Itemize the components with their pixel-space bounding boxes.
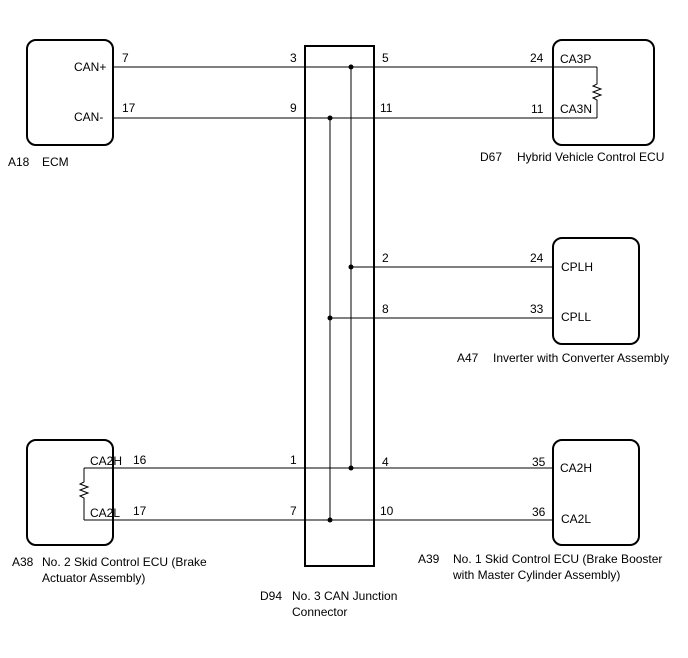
- pin-number: 11: [531, 102, 544, 116]
- hv-pin-label: CA3N: [560, 102, 592, 116]
- component-name: No. 3 CAN Junction: [292, 589, 397, 603]
- component-name: ECM: [42, 155, 69, 169]
- hv-ecu-box: [552, 39, 655, 146]
- skid2-pin-label: CA2H: [90, 454, 122, 468]
- pin-number: 16: [133, 453, 147, 467]
- hv-termination-resistor: [591, 67, 603, 118]
- inverter-pin-label: CPLH: [561, 260, 593, 274]
- pin-number: 3: [290, 51, 297, 65]
- pin-number: 36: [532, 505, 546, 519]
- skid2-ecu-box: [26, 439, 114, 546]
- pin-number: 24: [530, 251, 544, 265]
- pin-number: 11: [380, 101, 393, 115]
- splice-dot: [327, 315, 333, 321]
- inverter-box: [552, 237, 640, 345]
- ecm-pin-label: CAN-: [74, 110, 103, 124]
- skid1-ecu-box: [552, 439, 640, 546]
- skid2-termination-resistor: [78, 468, 90, 520]
- pin-number: 1: [290, 453, 297, 467]
- skid1-pin-label: CA2L: [561, 512, 591, 526]
- connector-id: A18: [8, 155, 30, 169]
- component-name: Inverter with Converter Assembly: [493, 351, 669, 365]
- pin-number: 17: [133, 504, 147, 518]
- pin-number: 17: [122, 101, 136, 115]
- pin-number: 7: [290, 504, 297, 518]
- component-name: No. 1 Skid Control ECU (Brake Booster: [453, 552, 662, 566]
- splice-dot: [348, 264, 354, 270]
- splice-dot: [327, 517, 333, 523]
- skid2-pin-label: CA2L: [90, 506, 120, 520]
- hv-pin-label: CA3P: [560, 52, 591, 66]
- component-name: with Master Cylinder Assembly): [452, 568, 620, 582]
- pin-number: 10: [380, 504, 394, 518]
- pin-number: 8: [382, 302, 389, 316]
- inverter-pin-label: CPLL: [561, 310, 591, 324]
- ecm-box: [26, 39, 114, 146]
- pin-number: 4: [382, 455, 389, 469]
- connector-id: A39: [418, 552, 440, 566]
- pin-number: 2: [382, 251, 389, 265]
- splice-dot: [348, 465, 354, 471]
- junction-connector-box: [304, 45, 375, 567]
- splice-dot: [348, 64, 354, 70]
- component-name: Hybrid Vehicle Control ECU: [517, 150, 664, 164]
- component-name: Connector: [292, 605, 347, 619]
- splice-dot: [327, 115, 333, 121]
- pin-number: 5: [382, 51, 389, 65]
- skid1-pin-label: CA2H: [560, 461, 592, 475]
- pin-number: 35: [532, 455, 546, 469]
- pin-number: 33: [530, 302, 544, 316]
- connector-id: D94: [260, 589, 282, 603]
- ecm-pin-label: CAN+: [74, 60, 106, 74]
- pin-number: 9: [290, 101, 297, 115]
- pin-number: 7: [122, 51, 129, 65]
- component-name: Actuator Assembly): [42, 571, 145, 585]
- pin-number: 24: [530, 51, 544, 65]
- connector-id: A47: [457, 351, 479, 365]
- connector-id: A38: [12, 555, 34, 569]
- component-name: No. 2 Skid Control ECU (Brake: [42, 555, 207, 569]
- connector-id: D67: [480, 150, 502, 164]
